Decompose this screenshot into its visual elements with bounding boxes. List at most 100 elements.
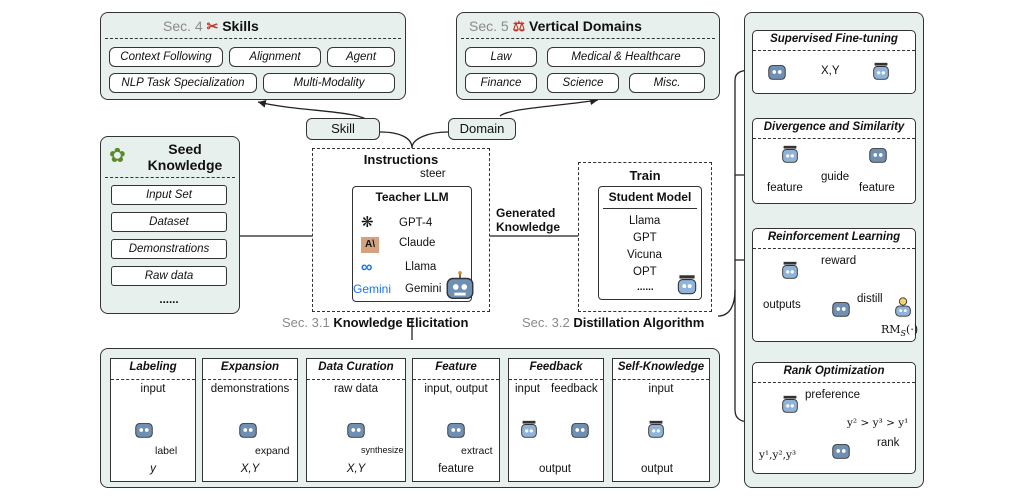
data-curation-input: raw data	[333, 383, 379, 395]
domains-sec: Sec. 5	[469, 18, 509, 34]
rl-teacher-robot-icon	[832, 302, 850, 317]
rank-student-robot-icon	[782, 395, 798, 413]
rl-student-robot-icon	[782, 261, 798, 279]
data-curation-card: Data Curation raw data synthesize X,Y	[306, 358, 406, 482]
divergence-right-feature: feature	[859, 182, 895, 194]
labeling-input: input	[140, 383, 166, 395]
student-llama: Llama	[629, 215, 661, 227]
data-curation-divider	[307, 379, 405, 380]
steer-label: steer	[420, 168, 446, 180]
feedback-title: Feedback	[529, 361, 583, 373]
student-vicuna: Vicuna	[627, 249, 662, 261]
data-curation-side: synthesize	[361, 445, 404, 455]
feature-divider	[413, 379, 499, 380]
domains-divider	[461, 38, 715, 39]
model-claude: Claude	[399, 237, 436, 249]
data-curation-output: X,Y	[346, 463, 366, 475]
elicitation-title: Sec. 3.1 Knowledge Elicitation	[282, 315, 468, 330]
self-knowledge-divider	[613, 379, 709, 380]
domain-pill-finance: Finance	[465, 73, 537, 93]
elicitation-sec: Sec. 3.1	[282, 315, 330, 330]
skills-title-text: Skills	[222, 18, 259, 34]
sft-student-robot-icon	[873, 62, 889, 80]
seed-input-set: Input Set	[111, 185, 227, 205]
elicitation-text: Knowledge Elicitation	[333, 315, 469, 330]
teacher-robot-icon	[446, 271, 474, 300]
feature-title: Feature	[435, 361, 477, 373]
distill-sec: Sec. 3.2	[522, 315, 570, 330]
self-knowledge-robot-icon	[648, 420, 664, 438]
student-opt: OPT	[633, 266, 657, 278]
divergence-student-robot-icon	[782, 145, 798, 163]
rl-rm-label: RMS(·)	[881, 323, 918, 338]
teacher-llm-title: Teacher LLM	[375, 190, 449, 204]
sft-title: Supervised Fine-tuning	[770, 33, 898, 45]
feature-robot-icon	[447, 423, 465, 438]
sft-divider	[753, 50, 915, 51]
student-gpt: GPT	[633, 232, 657, 244]
seed-ellipsis: ......	[159, 294, 179, 306]
rl-rm-sub: S	[900, 329, 907, 339]
feedback-teacher-robot-icon	[571, 423, 589, 438]
rank-preference: preference	[805, 389, 860, 401]
rl-box: Reinforcement Learning reward outputs di…	[752, 228, 918, 342]
expansion-divider	[203, 379, 297, 380]
feedback-card: Feedback input feedback output	[508, 358, 604, 482]
labeling-side: label	[155, 445, 178, 457]
divergence-left-feature: feature	[767, 182, 803, 194]
student-divider	[603, 208, 697, 209]
self-knowledge-title: Self-Knowledge	[617, 361, 705, 373]
expansion-card: Expansion demonstrations expand X,Y	[202, 358, 298, 482]
divergence-title: Divergence and Similarity	[763, 121, 905, 133]
skill-connector: Skill	[306, 118, 380, 140]
distill-text: Distillation Algorithm	[573, 315, 705, 330]
model-llama: Llama	[405, 261, 437, 273]
rank-divider	[753, 382, 915, 383]
seed-demonstrations: Demonstrations	[111, 239, 227, 259]
expansion-side: expand	[255, 445, 290, 457]
labeling-card: Labeling input label y	[110, 358, 196, 482]
rank-teacher-robot-icon	[832, 444, 850, 459]
student-robot-icon	[677, 275, 697, 295]
domain-pill-law: Law	[465, 47, 537, 67]
expansion-title: Expansion	[220, 361, 280, 373]
sft-label: X,Y	[821, 65, 840, 77]
anthropic-icon: A\	[361, 237, 379, 253]
divergence-teacher-robot-icon	[869, 148, 887, 163]
seed-title-1: Seed	[168, 141, 202, 157]
skill-pill-nlp: NLP Task Specialization	[109, 73, 257, 93]
self-knowledge-input: input	[648, 383, 674, 395]
skills-divider	[105, 38, 401, 39]
domains-title-text: Vertical Domains	[529, 18, 642, 34]
model-gemini: Gemini	[405, 283, 442, 295]
self-knowledge-card: Self-Knowledge input output	[612, 358, 710, 482]
divergence-divider	[753, 138, 915, 139]
student-ellipsis: ......	[637, 282, 654, 293]
generated-label-1: Generated	[496, 206, 556, 220]
skill-pill-context: Context Following	[109, 47, 223, 67]
labeling-output: y	[150, 463, 156, 475]
labeling-title: Labeling	[129, 361, 177, 373]
skill-pill-agent: Agent	[327, 47, 395, 67]
domain-pill-medical: Medical & Healthcare	[547, 47, 705, 67]
expansion-robot-icon	[239, 423, 257, 438]
distill-title: Sec. 3.2 Distillation Algorithm	[522, 315, 704, 330]
expansion-output: X,Y	[240, 463, 260, 475]
sft-teacher-robot-icon	[768, 65, 786, 80]
rank-ys: y¹,y²,y³	[759, 449, 797, 461]
data-curation-title: Data Curation	[318, 361, 394, 373]
rl-outputs: outputs	[763, 299, 801, 311]
expansion-input: demonstrations	[210, 383, 290, 395]
sft-box: Supervised Fine-tuning X,Y	[752, 30, 916, 94]
rl-rm-tail: (·)	[906, 323, 919, 336]
train-label: Train	[629, 168, 661, 183]
domains-panel: Sec. 5 ⚖︎ Vertical Domains Law Medical &…	[456, 12, 720, 100]
rank-order: y² > y³ > y¹	[847, 417, 909, 429]
gemini-logo: Gemini	[353, 282, 392, 296]
seed-divider	[105, 177, 235, 178]
rl-rm-text: RM	[881, 323, 901, 336]
curation-robot-icon	[347, 423, 365, 438]
labeling-divider	[111, 379, 195, 380]
seed-knowledge-panel: ✿ Seed Knowledge Input Set Dataset Demon…	[100, 136, 240, 314]
